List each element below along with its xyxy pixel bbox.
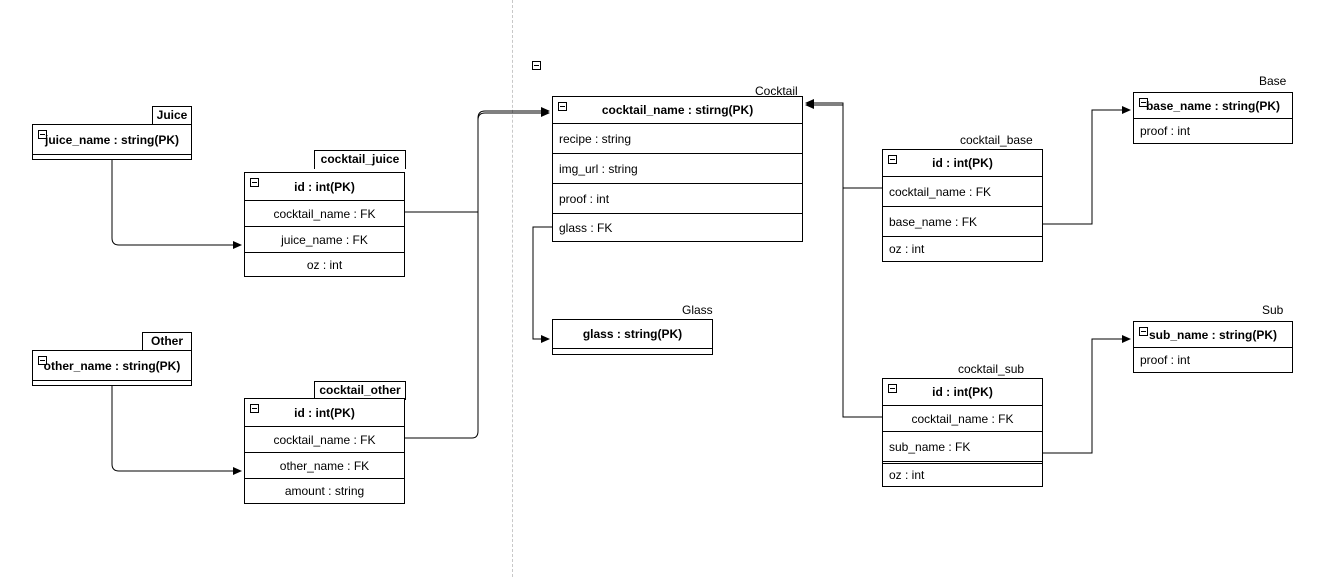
edge-cocktail-base-to-cocktail — [805, 99, 882, 189]
base-entity[interactable]: base_name : string(PK) proof : int — [1133, 92, 1293, 144]
cocktail-pk-row: cocktail_name : stirng(PK) — [601, 103, 754, 117]
collapse-icon[interactable] — [1139, 98, 1148, 107]
sub-title: Sub — [1262, 303, 1284, 317]
other-entity[interactable]: other_name : string(PK) — [32, 350, 192, 386]
cocktail-title: Cocktail — [755, 84, 798, 98]
edge-cocktail-juice-to-cocktail — [405, 107, 550, 213]
cocktail-row: proof : int — [553, 183, 802, 213]
cocktail-sub-pk-row: id : int(PK) — [932, 385, 993, 399]
cocktail-other-entity[interactable]: id : int(PK) cocktail_name : FK other_na… — [244, 398, 405, 504]
collapse-icon[interactable] — [250, 178, 259, 187]
cocktail-row: recipe : string — [553, 123, 802, 153]
collapse-icon[interactable] — [38, 356, 47, 365]
sub-row: proof : int — [1134, 347, 1292, 372]
collapse-icon[interactable] — [1139, 327, 1148, 336]
edge-cocktail-glass-to-glass — [532, 226, 552, 343]
cocktail-base-row: cocktail_name : FK — [883, 176, 1042, 206]
cocktail-juice-row: cocktail_name : FK — [245, 200, 404, 226]
collapse-icon[interactable] — [888, 384, 897, 393]
juice-entity[interactable]: juice_name : string(PK) — [32, 124, 192, 160]
cocktail-sub-title: cocktail_sub — [958, 362, 1025, 376]
other-empty-row — [33, 380, 191, 385]
edge-cocktail-other-to-cocktail — [405, 109, 550, 439]
collapse-icon[interactable] — [38, 130, 47, 139]
juice-pk-row: juice_name : string(PK) — [44, 132, 180, 147]
edge-juice-to-cocktail-juice — [111, 160, 242, 249]
cocktail-other-row: cocktail_name : FK — [245, 426, 404, 452]
base-row: proof : int — [1134, 118, 1292, 143]
sub-pk-row: sub_name : string(PK) — [1148, 327, 1277, 342]
collapse-icon[interactable] — [532, 61, 541, 70]
cocktail-other-title: cocktail_other — [314, 381, 406, 400]
cocktail-other-row: other_name : FK — [245, 452, 404, 478]
base-title: Base — [1259, 74, 1287, 88]
glass-pk-row: glass : string(PK) — [582, 327, 683, 341]
cocktail-row: glass : FK — [553, 213, 802, 241]
cocktail-other-row: amount : string — [245, 478, 404, 503]
cocktail-entity[interactable]: cocktail_name : stirng(PK) recipe : stri… — [552, 96, 803, 242]
glass-title: Glass — [682, 303, 713, 317]
cocktail-juice-row: juice_name : FK — [245, 226, 404, 252]
cocktail-base-pk-row: id : int(PK) — [932, 156, 993, 170]
cocktail-sub-entity[interactable]: id : int(PK) cocktail_name : FK sub_name… — [882, 378, 1043, 487]
cocktail-juice-row: oz : int — [245, 252, 404, 276]
cocktail-row: img_url : string — [553, 153, 802, 183]
juice-empty-row — [33, 154, 191, 159]
sub-entity[interactable]: sub_name : string(PK) proof : int — [1133, 321, 1293, 373]
cocktail-juice-title: cocktail_juice — [314, 150, 406, 169]
cocktail-juice-entity[interactable]: id : int(PK) cocktail_name : FK juice_na… — [244, 172, 405, 277]
glass-entity[interactable]: glass : string(PK) — [552, 319, 713, 355]
collapse-icon[interactable] — [558, 102, 567, 111]
edge-cocktail-sub-to-cocktail — [805, 101, 882, 418]
cocktail-sub-row: sub_name : FK — [883, 431, 1042, 461]
cocktail-juice-pk-row: id : int(PK) — [294, 179, 355, 194]
collapse-icon[interactable] — [888, 155, 897, 164]
glass-empty-row — [553, 348, 712, 354]
other-pk-row: other_name : string(PK) — [43, 358, 181, 373]
cocktail-base-entity[interactable]: id : int(PK) cocktail_name : FK base_nam… — [882, 149, 1043, 262]
other-title: Other — [142, 332, 192, 351]
cocktail-base-row: base_name : FK — [883, 206, 1042, 236]
cocktail-base-row: oz : int — [883, 236, 1042, 261]
cocktail-sub-row: oz : int — [883, 461, 1042, 486]
base-pk-row: base_name : string(PK) — [1145, 98, 1281, 113]
edge-cocktail-base-to-base — [1043, 106, 1131, 225]
collapse-icon[interactable] — [250, 404, 259, 413]
cocktail-sub-row: cocktail_name : FK — [883, 405, 1042, 431]
edge-other-to-cocktail-other — [111, 386, 242, 475]
juice-title: Juice — [152, 106, 192, 125]
cocktail-base-title: cocktail_base — [960, 133, 1033, 147]
swimlane-divider — [512, 0, 513, 577]
cocktail-other-pk-row: id : int(PK) — [294, 405, 355, 420]
edge-cocktail-sub-to-sub — [1043, 335, 1131, 454]
